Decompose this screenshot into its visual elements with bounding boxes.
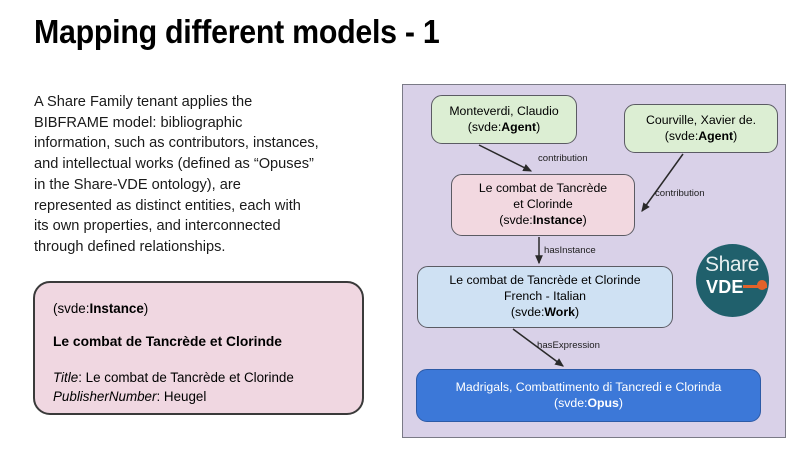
node-label-agent1: Monteverdi, Claudio (449, 103, 559, 118)
node-type-prefix-agent2: (svde: (664, 128, 699, 143)
instance-card-type: (svde:Instance) (53, 300, 344, 318)
property-key-publishernumber: PublisherNumber (53, 389, 157, 405)
logo-vde-text: VDE (706, 277, 744, 297)
node-label-instance: Le combat de Tancrède (478, 181, 608, 196)
edge-label-hasexpression: hasExpression (537, 340, 600, 351)
node-label2-work: French - Italian (503, 289, 586, 303)
node-type-name-instance: Instance (532, 212, 583, 227)
node-type-name-work: Work (544, 304, 575, 319)
node-type-name-agent2: Agent (698, 128, 734, 143)
body-paragraph: A Share Family tenant applies the BIBFRA… (34, 94, 319, 256)
share-vde-logo: Share VDE (696, 244, 769, 317)
instance-card-type-prefix: (svde: (53, 301, 90, 316)
node-type-suffix-agent1: ) (536, 119, 541, 134)
node-label-opus: Madrigals, Combattimento di Tancredi e C… (455, 379, 722, 394)
instance-card-type-name: Instance (89, 301, 144, 316)
instance-card-title: Le combat de Tancrède et Clorinde (53, 334, 282, 350)
node-type-prefix-work: (svde: (510, 304, 545, 319)
diagram-node-agent-monteverdi[interactable]: Monteverdi, Claudio (svde:Agent) (431, 95, 577, 144)
logo-accent-dot-icon (757, 280, 767, 290)
instance-card-property-publishernumber: PublisherNumber: Heugel (53, 387, 344, 406)
edge-label-contribution-1: contribution (538, 153, 588, 164)
node-type-prefix-instance: (svde: (499, 212, 533, 227)
property-value-title: Le combat de Tancrède et Clorinde (85, 369, 294, 385)
edge-label-contribution-2: contribution (655, 188, 705, 199)
property-separator-publishernumber: : (156, 389, 164, 405)
node-label-work: Le combat de Tancrède et Clorinde (449, 273, 641, 288)
node-label2-instance: et Clorinde (513, 197, 573, 211)
diagram-node-instance[interactable]: Le combat de Tancrède et Clorinde (svde:… (451, 174, 635, 236)
diagram-node-opus[interactable]: Madrigals, Combattimento di Tancredi e C… (416, 369, 761, 422)
logo-accent-line-icon (743, 285, 767, 288)
property-separator-title: : (78, 369, 86, 385)
model-diagram-panel: Monteverdi, Claudio (svde:Agent) Courvil… (402, 84, 786, 438)
edge-line-contribution-2 (641, 153, 684, 212)
edge-label-hasinstance: hasInstance (544, 245, 596, 256)
instance-detail-card: (svde:Instance) Le combat de Tancrède et… (33, 281, 364, 415)
edge-line-contribution-1 (478, 144, 533, 172)
node-type-name-opus: Opus (587, 395, 619, 410)
instance-card-type-suffix: ) (143, 301, 149, 316)
node-type-name-agent1: Agent (501, 119, 537, 134)
node-type-prefix-agent1: (svde: (467, 119, 502, 134)
node-type-suffix-work: ) (574, 304, 580, 319)
node-type-suffix-agent2: ) (733, 128, 738, 143)
node-label-agent2: Courville, Xavier de. (645, 112, 757, 127)
property-key-title: Title (53, 369, 79, 385)
diagram-node-work[interactable]: Le combat de Tancrède et Clorinde French… (417, 266, 673, 328)
diagram-node-agent-courville[interactable]: Courville, Xavier de. (svde:Agent) (624, 104, 778, 153)
node-type-suffix-opus: ) (618, 395, 624, 410)
property-value-publishernumber: Heugel (163, 389, 207, 405)
node-type-suffix-instance: ) (582, 212, 587, 227)
page-title: Mapping different models - 1 (34, 13, 440, 50)
node-type-prefix-opus: (svde: (553, 395, 588, 410)
logo-share-text: Share (705, 253, 760, 276)
instance-card-property-title: Title: Le combat de Tancrède et Clorinde (53, 368, 344, 387)
